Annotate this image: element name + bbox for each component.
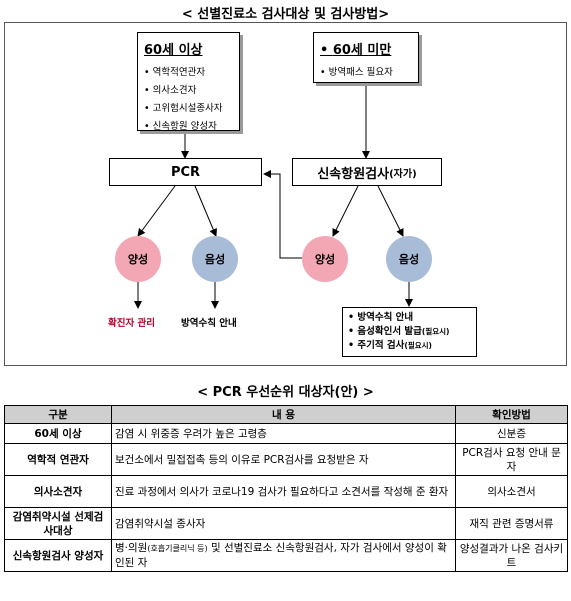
row-content: 감염 시 위중증 우려가 높은 고령층 <box>111 423 456 444</box>
action-item: • 주기적 검사(필요시) <box>348 340 432 351</box>
row-content: 보건소에서 밀접접촉 등의 이유로 PCR검사를 요청받은 자 <box>111 443 456 476</box>
under60-heading: • 60세 미만 <box>320 43 392 58</box>
table-header-row: 구분 내 용 확인방법 <box>4 405 568 424</box>
rapid-negative-label: 음성 <box>398 253 420 266</box>
under60-box: • 60세 미만 • 방역패스 필요자 <box>313 32 419 83</box>
row-content: 감염취약시설 종사자 <box>111 507 456 540</box>
pcr-label: PCR <box>170 164 201 180</box>
row-category: 신속항원검사 양성자 <box>4 539 112 572</box>
header-category: 구분 <box>4 405 112 424</box>
row-category: 역학적 연관자 <box>4 443 112 476</box>
confirmed-management-label: 확진자 관리 <box>108 318 156 329</box>
pcr-node: PCR <box>109 158 262 186</box>
row-category: 감염취약시설 선제검사대상 <box>4 507 112 540</box>
over60-item: • 고위험시설종사자 <box>144 103 223 114</box>
row-category: 60세 이상 <box>4 423 112 444</box>
table-row: 의사소견자 진료 과정에서 의사가 코로나19 검사가 필요하다고 소견서를 작… <box>4 475 568 508</box>
pcr-positive-label: 양성 <box>127 253 149 266</box>
rapid-negative-circle: 음성 <box>386 236 432 282</box>
diagram-title: < 선별진료소 검사대상 및 검사방법> <box>181 7 390 22</box>
pcr-positive-circle: 양성 <box>115 236 161 282</box>
action-item: • 음성확인서 발급(필요시) <box>348 326 450 337</box>
header-method: 확인방법 <box>455 405 568 424</box>
table-row: 신속항원검사 양성자 병·의원(호흡기클리닉 등) 및 선별진료소 신속항원검사… <box>4 539 568 572</box>
table-title: < PCR 우선순위 대상자(안) > <box>197 385 374 400</box>
pcr-negative-label: 음성 <box>204 253 226 266</box>
pcr-priority-table: 구분 내 용 확인방법 60세 이상 감염 시 위중증 우려가 높은 고령층 신… <box>4 405 568 572</box>
quarantine-guidance-label: 방역수칙 안내 <box>181 318 237 329</box>
row-content: 병·의원(호흡기클리닉 등) 및 선별진료소 신속항원검사, 자가 검사에서 양… <box>111 539 456 572</box>
over60-item: • 의사소견자 <box>144 85 197 96</box>
diagram-frame <box>4 22 567 366</box>
row-method: 의사소견서 <box>455 475 568 508</box>
connector-rapid-positive-to-pcr <box>263 170 302 259</box>
table-row: 역학적 연관자 보건소에서 밀접접촉 등의 이유로 PCR검사를 요청받은 자 … <box>4 443 568 476</box>
connector-pcr-to-negative <box>194 185 217 237</box>
rapid-positive-label: 양성 <box>314 253 336 266</box>
rapid-antigen-label: 신속항원검사 <box>317 166 390 182</box>
row-content: 진료 과정에서 의사가 코로나19 검사가 필요하다고 소견서를 작성해 준 환… <box>111 475 456 508</box>
over60-box: 60세 이상 • 역학적연관자 • 의사소견자 • 고위험시설종사자 • 신속항… <box>137 32 240 132</box>
rapid-positive-circle: 양성 <box>302 236 348 282</box>
row-method: PCR검사 요청 안내 문자 <box>455 443 568 476</box>
row-method: 신분증 <box>455 423 568 444</box>
connector-pcr-to-positive <box>137 185 176 237</box>
connector-rapid-to-negative <box>377 185 404 237</box>
row-category: 의사소견자 <box>4 475 112 508</box>
header-content: 내 용 <box>111 405 456 424</box>
row-method: 재직 관련 증명서류 <box>455 507 568 540</box>
action-item: • 방역수칙 안내 <box>348 312 414 323</box>
over60-item: • 신속항원 양성자 <box>144 121 217 132</box>
pcr-negative-circle: 음성 <box>192 236 238 282</box>
table-row: 60세 이상 감염 시 위중증 우려가 높은 고령층 신분증 <box>4 423 568 444</box>
over60-heading: 60세 이상 <box>144 43 203 58</box>
row-method: 양성결과가 나온 검사키트 <box>455 539 568 572</box>
table-row: 감염취약시설 선제검사대상 감염취약시설 종사자 재직 관련 증명서류 <box>4 507 568 540</box>
over60-item: • 역학적연관자 <box>144 67 206 78</box>
rapid-negative-actions-box: • 방역수칙 안내 • 음성확인서 발급(필요시) • 주기적 검사(필요시) <box>342 307 477 357</box>
connector-rapid-to-positive <box>332 185 359 237</box>
under60-item: • 방역패스 필요자 <box>320 67 393 78</box>
rapid-antigen-node: 신속항원검사(자가) <box>292 158 442 186</box>
rapid-antigen-suffix: (자가) <box>389 168 417 180</box>
